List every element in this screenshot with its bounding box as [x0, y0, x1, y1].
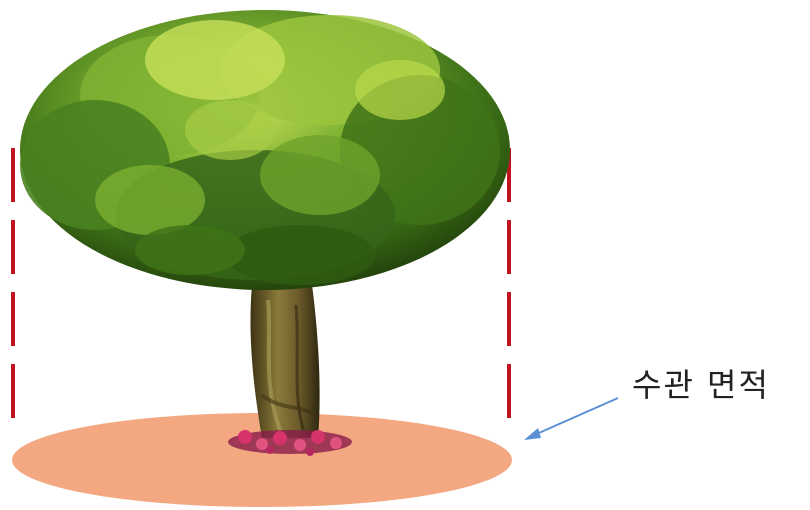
tree-canopy: [20, 10, 510, 290]
pointer-arrow: [524, 398, 618, 440]
crown-area-label: 수관 면적: [632, 366, 770, 404]
tree-trunk: [250, 285, 319, 438]
